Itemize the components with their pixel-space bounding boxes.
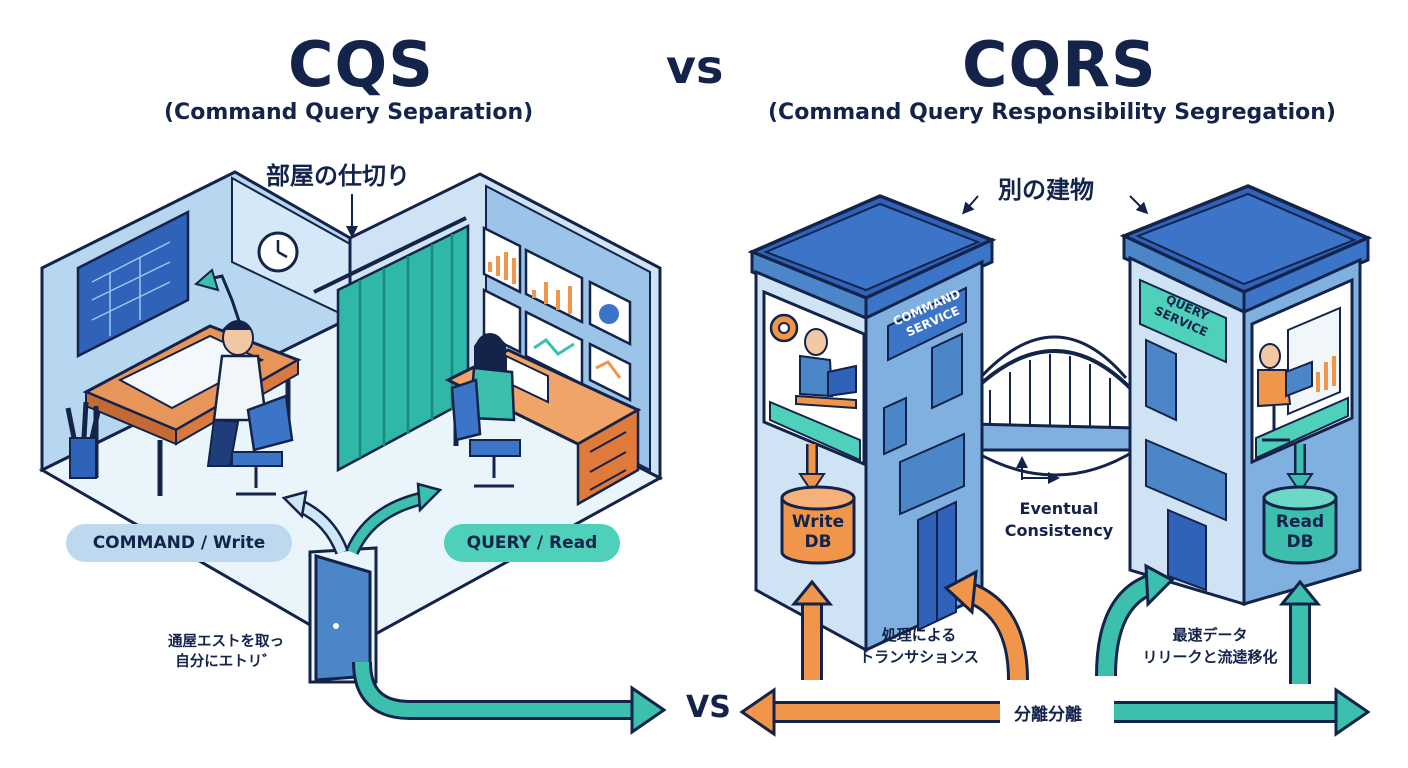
door-note-line2: 自分にエトリ゛ xyxy=(175,654,277,670)
query-read-pill: QUERY / Read xyxy=(444,524,620,562)
read-db-label: Read DB xyxy=(1264,512,1336,552)
buildings-pointer-left xyxy=(962,195,979,215)
read-db-line1: Read xyxy=(1275,512,1325,532)
fast-line1: 最速データ xyxy=(1172,626,1248,644)
cqs-title: CQS xyxy=(288,28,434,101)
read-db xyxy=(1262,444,1338,565)
write-db-label: Write DB xyxy=(782,512,854,552)
partition-label: 部屋の仕切り xyxy=(266,162,410,190)
eventual-consistency-label: Eventual Consistency xyxy=(994,498,1124,542)
write-db-line2: DB xyxy=(804,532,832,552)
transaction-arrow-straight xyxy=(790,579,834,680)
eventual-line1: Eventual xyxy=(1019,499,1099,518)
bottom-vs-label: VS xyxy=(686,690,731,725)
buildings-pointer-right xyxy=(1129,195,1149,215)
cqrs-subtitle: (Command Query Responsibility Segregatio… xyxy=(768,100,1336,125)
write-db xyxy=(780,444,856,565)
transaction-note: 処理による トランサションス xyxy=(844,624,994,668)
door-note-line1: 通屋エストを取っ xyxy=(168,634,284,650)
cqs-subtitle: (Command Query Separation) xyxy=(164,100,534,125)
bottom-teal-arrow xyxy=(1114,687,1371,737)
read-db-line2: DB xyxy=(1286,532,1314,552)
door-arrows xyxy=(281,482,443,555)
fast-data-note: 最速データ リリークと流逵移化 xyxy=(1128,624,1292,668)
command-write-pill: COMMAND / Write xyxy=(66,524,292,562)
transaction-line2: トランサションス xyxy=(859,648,979,666)
worker-typing xyxy=(450,333,521,488)
separation-label: 分離分離 xyxy=(1014,705,1082,725)
lamp-icon xyxy=(193,268,244,331)
bridge xyxy=(934,335,1138,477)
bottom-orange-arrow xyxy=(739,687,1000,737)
door xyxy=(308,546,378,684)
transaction-line1: 処理による xyxy=(881,626,957,644)
buildings-label: 別の建物 xyxy=(998,176,1094,204)
fast-data-arrow-curved xyxy=(1095,563,1175,677)
worker-writing xyxy=(206,320,294,496)
top-vs-label: vs xyxy=(666,40,724,94)
paper-roll-bin xyxy=(65,401,101,479)
transaction-arrow-curved xyxy=(943,569,1029,681)
fast-line2: リリークと流逵移化 xyxy=(1142,648,1278,666)
door-note: 通屋エストを取っ 自分にエトリ゛ xyxy=(148,632,304,672)
bottom-left-arrow xyxy=(352,661,667,735)
blueprint-poster xyxy=(76,209,190,359)
clock-icon xyxy=(257,231,299,273)
fast-data-arrow-straight xyxy=(1278,579,1322,684)
cqrs-title: CQRS xyxy=(962,28,1157,101)
write-db-line1: Write xyxy=(791,512,845,532)
eventual-line2: Consistency xyxy=(1004,521,1114,540)
